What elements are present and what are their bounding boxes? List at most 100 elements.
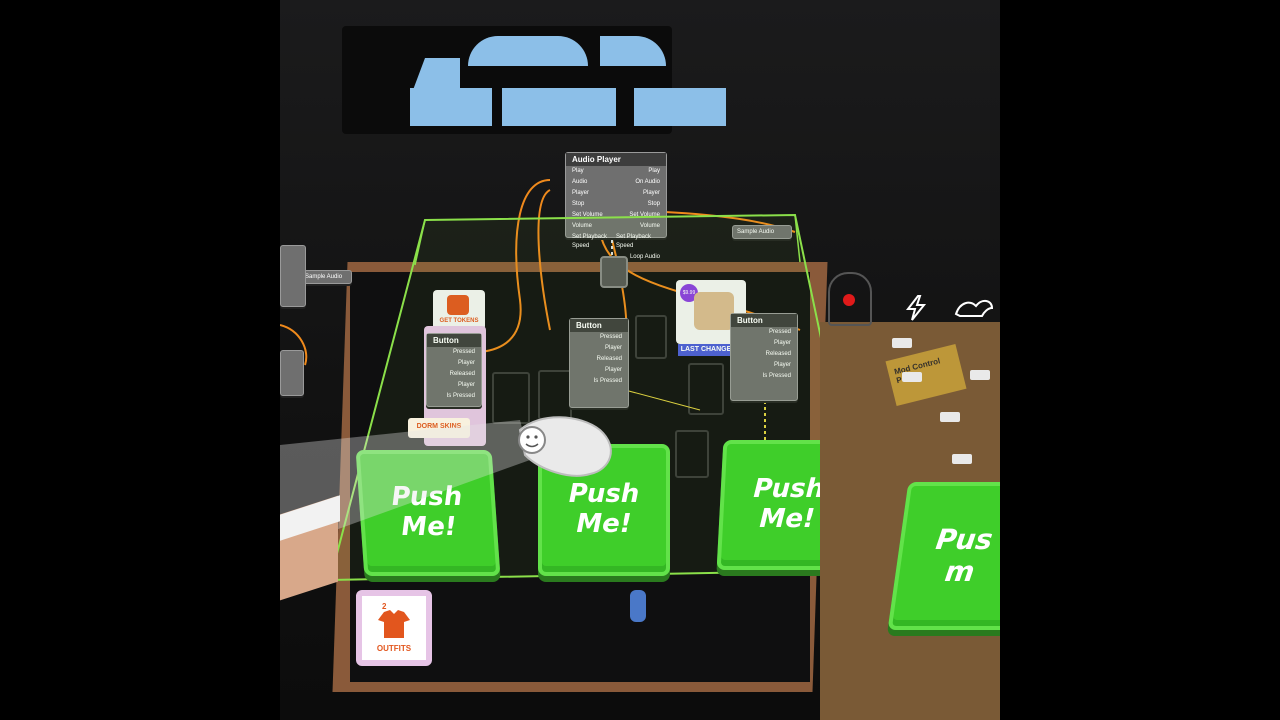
- push-me-button-4[interactable]: Pus m: [887, 482, 1000, 630]
- partial-node-left[interactable]: [280, 245, 306, 307]
- get-tokens-sign[interactable]: GET TOKENS: [433, 290, 485, 330]
- push-button-text: Pus: [933, 522, 995, 556]
- wire: [280, 324, 308, 366]
- panel-key[interactable]: [892, 338, 912, 348]
- push-button-text: Push: [752, 474, 825, 505]
- push-button-text: m: [942, 555, 977, 588]
- audio-player-node[interactable]: Audio Player Play Play Audio On Audio Play…: [565, 152, 667, 260]
- node-port-label: Is Pressed: [427, 391, 481, 402]
- push-button-text: Push: [568, 479, 640, 510]
- node-port-label: Is Pressed: [570, 376, 628, 387]
- window-pane: [634, 88, 726, 126]
- selection-edge: [794, 214, 801, 263]
- dorm-skins-sign[interactable]: DORM SKINS: [408, 418, 470, 438]
- wire: [479, 179, 551, 353]
- node-port-label: Released: [570, 354, 628, 365]
- window-pane: [468, 36, 588, 66]
- node-row: Set Volume Set Volume: [566, 210, 666, 221]
- board-socket: [635, 315, 667, 359]
- node-port-label: Stop: [647, 201, 660, 207]
- node-port-label: Released: [427, 369, 481, 380]
- button-node-left[interactable]: Button Pressed Player Released Player Is…: [426, 333, 482, 407]
- sample-audio-chip[interactable]: Sample Audio: [732, 225, 792, 239]
- avatar[interactable]: [630, 590, 646, 622]
- node-port-label: Pressed: [570, 332, 628, 343]
- node-port-label: Set Playback Speed: [616, 233, 660, 251]
- panel-key[interactable]: [940, 412, 960, 422]
- node-row: Loop Audio: [566, 252, 666, 263]
- wooden-table: Mod Control Panel Pus m: [820, 322, 1000, 720]
- wire: [537, 189, 551, 331]
- outfits-badge: 2: [382, 602, 387, 611]
- node-port-label: Volume: [640, 222, 660, 231]
- node-row: Stop Stop: [566, 199, 666, 210]
- sample-audio-label: Sample Audio: [305, 274, 343, 280]
- panel-key[interactable]: [952, 454, 972, 464]
- push-button-text: Me!: [758, 504, 816, 534]
- node-port-label: Loop Audio: [630, 253, 660, 262]
- node-port-label: Pressed: [427, 347, 481, 358]
- node-port-label: Volume: [572, 222, 592, 231]
- skunk-icon[interactable]: [952, 294, 996, 322]
- node-port-label: Player: [427, 358, 481, 369]
- board-socket: [492, 372, 530, 424]
- node-port-label: Pressed: [731, 327, 797, 338]
- node-row: Play Play: [566, 166, 666, 177]
- node-port-label: Player: [572, 190, 590, 196]
- mod-control-panel-label: Mod Control Panel: [885, 343, 967, 407]
- node-port-label: Is Pressed: [731, 371, 797, 382]
- node-title: Button: [427, 334, 481, 347]
- sample-audio-label: Sample Audio: [733, 226, 791, 239]
- node-port-label: Released: [731, 349, 797, 360]
- lamp-object[interactable]: [828, 272, 872, 326]
- wire: [624, 389, 701, 411]
- vr-viewport: Audio Player Play Play Audio On Audio Play…: [280, 0, 1000, 720]
- push-button-text: Me!: [576, 509, 632, 539]
- selection-edge: [414, 219, 426, 266]
- node-port-label: Player: [642, 190, 660, 196]
- panel-key[interactable]: [970, 370, 990, 380]
- button-node-right[interactable]: Button Pressed Player Released Player Is…: [730, 313, 798, 401]
- node-port-label: Audio: [572, 179, 588, 185]
- board-socket: [675, 430, 709, 478]
- outfits-label: OUTFITS: [376, 644, 412, 653]
- node-port-label: Player: [731, 338, 797, 349]
- price-tag: $9.99: [680, 284, 698, 302]
- node-row: Audio On Audio: [566, 177, 666, 188]
- last-change-label: LAST CHANGE: [678, 344, 734, 356]
- node-row: Volume Volume: [566, 221, 666, 232]
- node-title: Audio Player: [566, 153, 666, 166]
- window-pane: [502, 88, 616, 126]
- node-port-label: Player: [427, 380, 481, 391]
- node-title: Button: [570, 319, 628, 332]
- node-port-label: On Audio: [635, 179, 660, 185]
- node-row: Player Player: [566, 188, 666, 199]
- node-port-label: Set Playback Speed: [572, 233, 616, 251]
- board-socket: [688, 363, 724, 415]
- node-port-label: Play: [572, 168, 584, 174]
- red-light: [843, 294, 855, 306]
- partial-node-left[interactable]: [280, 350, 304, 396]
- lightning-icon[interactable]: [902, 294, 930, 322]
- pointer-ray: [280, 420, 530, 550]
- speaker-object[interactable]: [600, 256, 628, 288]
- node-port-label: Play: [648, 168, 660, 174]
- outfits-sign[interactable]: 2 OUTFITS: [356, 590, 432, 666]
- vr-scene: Audio Player Play Play Audio On Audio Play…: [280, 0, 1000, 720]
- smiley-cursor-icon: [518, 426, 546, 454]
- node-title: Button: [731, 314, 797, 327]
- node-port-label: Set Volume: [572, 212, 603, 218]
- ceiling-window: [342, 26, 726, 134]
- node-port-label: Player: [570, 365, 628, 376]
- node-port-label: Stop: [572, 201, 585, 207]
- node-port-label: Player: [731, 360, 797, 371]
- hand-pointer-ray: [280, 416, 612, 550]
- panel-key[interactable]: [902, 372, 922, 382]
- get-tokens-label: GET TOKENS: [435, 318, 483, 324]
- shirt-icon: [378, 610, 410, 638]
- character-art: [694, 292, 734, 330]
- button-node-center[interactable]: Button Pressed Player Released Player Is…: [569, 318, 629, 408]
- node-port-label: Set Volume: [629, 212, 660, 218]
- dorm-skins-label: DORM SKINS: [408, 423, 470, 430]
- window-pane: [410, 88, 492, 126]
